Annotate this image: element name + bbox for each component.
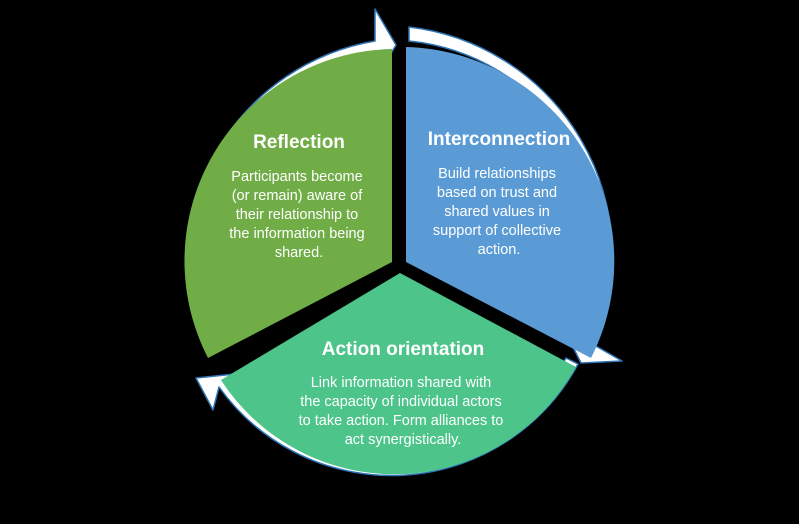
segment-labels: Reflection Participants become (or remai…: [229, 129, 570, 448]
interconnection-body-line: support of collective: [433, 223, 561, 239]
interconnection-body: Build relationships based on trust and s…: [433, 166, 565, 258]
action-orientation-body-line: act synergistically.: [345, 432, 462, 448]
segment-interconnection: [406, 47, 615, 358]
action-orientation-body-line: to take action. Form alliances to: [299, 413, 504, 429]
reflection-body-line: the information being: [229, 226, 364, 242]
action-orientation-title: Action orientation: [322, 339, 485, 360]
action-orientation-body-line: Link information shared with: [311, 375, 492, 391]
reflection-body-line: their relationship to: [236, 207, 359, 223]
segment-action-orientation: [221, 273, 576, 475]
interconnection-body-line: shared values in: [444, 204, 550, 220]
reflection-body-line: (or remain) aware of: [232, 188, 364, 204]
action-orientation-body: Link information shared with the capacit…: [299, 375, 508, 448]
interconnection-title: Interconnection: [428, 129, 571, 150]
interconnection-body-line: based on trust and: [437, 185, 557, 201]
interconnection-body-line: action.: [478, 242, 521, 258]
segment-reflection: [184, 49, 392, 358]
reflection-title: Reflection: [253, 132, 345, 153]
action-orientation-body-line: the capacity of individual actors: [300, 394, 502, 410]
reflection-body-line: Participants become: [231, 169, 362, 185]
interconnection-body-line: Build relationships: [438, 166, 556, 182]
reflection-body: Participants become (or remain) aware of…: [229, 169, 368, 261]
reflection-body-line: shared.: [275, 245, 323, 261]
segments: [184, 47, 615, 475]
